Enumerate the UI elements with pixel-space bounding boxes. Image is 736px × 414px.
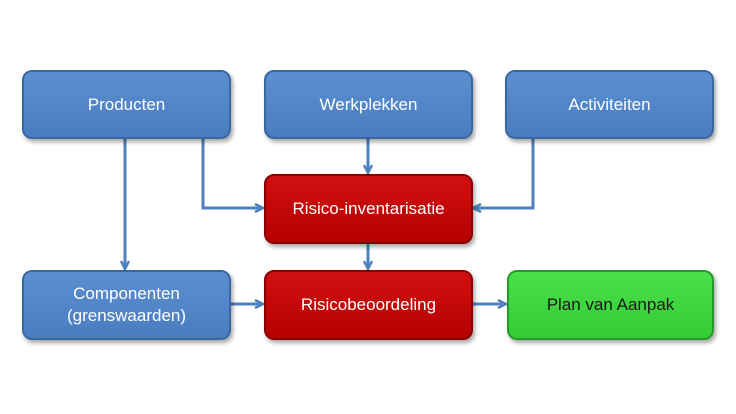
node-producten: Producten bbox=[22, 70, 231, 139]
node-plan-van-aanpak: Plan van Aanpak bbox=[507, 270, 714, 340]
arrow-producten-to-risico-inventarisatie bbox=[201, 139, 262, 208]
node-componenten: Componenten (grenswaarden) bbox=[22, 270, 231, 340]
node-risico-inventarisatie: Risico-inventarisatie bbox=[264, 174, 473, 244]
arrow-activiteiten-to-risico-inventarisatie bbox=[474, 139, 535, 208]
node-risicobeoordeling: Risicobeoordeling bbox=[264, 270, 473, 340]
node-werkplekken: Werkplekken bbox=[264, 70, 473, 139]
node-activiteiten: Activiteiten bbox=[505, 70, 714, 139]
